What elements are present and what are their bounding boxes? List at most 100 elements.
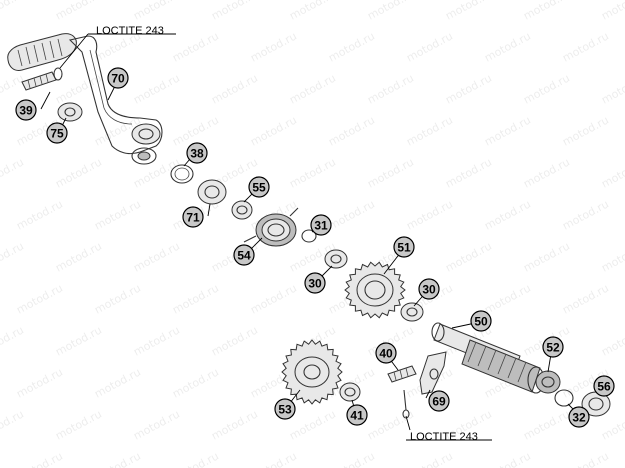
spring-part-54-drawing <box>243 207 299 247</box>
watermark-text: motod.ru <box>404 197 455 232</box>
watermark-text: motod.ru <box>0 0 26 23</box>
watermark-text: motod.ru <box>404 29 455 64</box>
watermark-text: motod.ru <box>170 365 221 400</box>
watermark-text: motod.ru <box>443 155 494 190</box>
callout-39[interactable]: 39 <box>15 99 37 121</box>
callout-38-label: 38 <box>190 147 204 161</box>
callout-30-right[interactable]: 30 <box>418 278 440 300</box>
watermark-text: motod.ru <box>209 323 260 358</box>
watermark-text: motod.ru <box>170 449 221 468</box>
loctite-note-bottom: LOCTITE 243 <box>410 431 478 443</box>
callout-41[interactable]: 41 <box>346 404 368 426</box>
callout-52[interactable]: 52 <box>542 336 564 358</box>
callout-30-right-label: 30 <box>422 283 436 297</box>
callout-53[interactable]: 53 <box>274 398 296 420</box>
callout-31[interactable]: 31 <box>310 214 332 236</box>
callout-71-label: 71 <box>186 211 200 225</box>
watermark-text: motod.ru <box>131 0 182 23</box>
watermark-text: motod.ru <box>521 71 572 106</box>
watermark-text: motod.ru <box>560 449 611 468</box>
watermark-text: motod.ru <box>0 323 26 358</box>
washer-part-75-drawing <box>57 102 83 122</box>
callout-70[interactable]: 70 <box>107 67 129 89</box>
callout-56-label: 56 <box>597 380 611 394</box>
callout-70-label: 70 <box>111 72 125 86</box>
watermark-text: motod.ru <box>131 323 182 358</box>
watermark-text: motod.ru <box>248 281 299 316</box>
washer-part-32-drawing <box>554 389 574 407</box>
watermark-text: motod.ru <box>521 155 572 190</box>
watermark-text: motod.ru <box>482 29 533 64</box>
watermark-text: motod.ru <box>92 281 143 316</box>
watermark-text: motod.ru <box>326 197 377 232</box>
callout-51[interactable]: 51 <box>393 236 415 258</box>
watermark-text: motod.ru <box>599 323 625 358</box>
callout-40-label: 40 <box>379 347 393 361</box>
callout-32[interactable]: 32 <box>568 406 590 428</box>
shaft-part-50-drawing <box>431 322 545 394</box>
watermark-text: motod.ru <box>521 239 572 274</box>
watermark-text: motod.ru <box>0 155 26 190</box>
watermark-text: motod.ru <box>53 155 104 190</box>
callout-30-left[interactable]: 30 <box>304 272 326 294</box>
watermark-text: motod.ru <box>326 449 377 468</box>
callout-51-label: 51 <box>397 241 411 255</box>
callout-52-label: 52 <box>546 341 560 355</box>
bushing-part-55-drawing <box>231 200 253 220</box>
watermark-text: motod.ru <box>14 449 65 468</box>
callout-32-label: 32 <box>572 411 586 425</box>
watermark-text: motod.ru <box>131 239 182 274</box>
ratchet-part-52-drawing <box>535 370 561 394</box>
loctite-note-top: LOCTITE 243 <box>96 25 164 37</box>
watermark-text: motod.ru <box>443 71 494 106</box>
callout-40[interactable]: 40 <box>375 342 397 364</box>
watermark-text: motod.ru <box>365 0 416 23</box>
callout-71[interactable]: 71 <box>182 206 204 228</box>
watermark-text: motod.ru <box>521 0 572 23</box>
watermark-text: motod.ru <box>326 113 377 148</box>
bolt-part-39-drawing <box>21 67 63 91</box>
watermark-text: motod.ru <box>209 0 260 23</box>
watermark-text: motod.ru <box>0 407 26 442</box>
watermark-text: motod.ru <box>209 407 260 442</box>
watermark-text: motod.ru <box>482 281 533 316</box>
bolt-part-40-drawing <box>387 365 417 419</box>
watermark-text: motod.ru <box>560 281 611 316</box>
snap-ring-part-31-drawing <box>301 229 317 243</box>
watermark-text: motod.ru <box>92 365 143 400</box>
watermark-text: motod.ru <box>521 407 572 442</box>
callout-31-label: 31 <box>314 219 328 233</box>
callout-38[interactable]: 38 <box>186 142 208 164</box>
callout-50-label: 50 <box>474 315 488 329</box>
watermark-text: motod.ru <box>53 239 104 274</box>
callout-50[interactable]: 50 <box>470 310 492 332</box>
watermark-text: motod.ru <box>560 29 611 64</box>
callout-75[interactable]: 75 <box>46 122 68 144</box>
watermark-text: motod.ru <box>482 449 533 468</box>
watermark-text: motod.ru <box>248 113 299 148</box>
callout-69[interactable]: 69 <box>428 390 450 412</box>
watermark-text: motod.ru <box>599 239 625 274</box>
watermark-text: motod.ru <box>599 0 625 23</box>
callout-54-label: 54 <box>237 249 251 263</box>
callout-75-label: 75 <box>50 127 64 141</box>
callout-54[interactable]: 54 <box>233 244 255 266</box>
watermark-text: motod.ru <box>482 197 533 232</box>
watermark-text: motod.ru <box>248 29 299 64</box>
watermark-text: motod.ru <box>131 155 182 190</box>
callout-41-label: 41 <box>350 409 364 423</box>
watermark-text: motod.ru <box>53 323 104 358</box>
gear-part-53-drawing <box>281 339 343 405</box>
watermark-text: motod.ru <box>287 0 338 23</box>
callout-56[interactable]: 56 <box>593 375 615 397</box>
watermark-text: motod.ru <box>287 71 338 106</box>
watermark-text: motod.ru <box>53 0 104 23</box>
watermark-text: motod.ru <box>599 155 625 190</box>
callout-55[interactable]: 55 <box>248 176 270 198</box>
bushing-part-56-drawing <box>581 391 611 417</box>
washer-part-41-drawing <box>339 382 361 402</box>
watermark-text: motod.ru <box>92 197 143 232</box>
watermark-text: motod.ru <box>326 29 377 64</box>
watermark-text: motod.ru <box>599 71 625 106</box>
washer-part-30a-drawing <box>324 249 348 269</box>
